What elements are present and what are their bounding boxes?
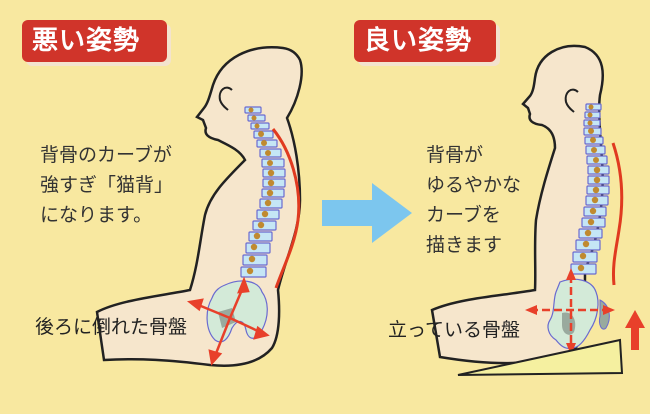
good-posture-figure — [430, 44, 645, 376]
description-line: カーブを — [426, 204, 501, 226]
description-line: 描きます — [426, 234, 503, 256]
description-line: 背骨のカーブが — [40, 144, 172, 166]
bad-posture-description: 背骨のカーブが 強すぎ「猫背」 になります。 — [40, 140, 173, 230]
description-line: 背骨が — [426, 144, 484, 166]
good-posture-description: 背骨が ゆるやかな カーブを 描きます — [426, 140, 521, 260]
bad-posture-title-badge: 悪い姿勢 — [22, 20, 167, 62]
description-line: 強すぎ「猫背」 — [40, 174, 174, 196]
good-pelvis-label: 立っている骨盤 — [388, 319, 521, 341]
up-arrow-icon — [625, 310, 645, 350]
bad-posture-figure — [95, 46, 303, 367]
transition-arrow-icon — [322, 183, 412, 243]
bad-pelvis-label: 後ろに倒れた骨盤 — [35, 316, 188, 338]
good-posture-title-badge: 良い姿勢 — [354, 20, 496, 62]
description-line: になります。 — [40, 204, 153, 226]
description-line: ゆるやかな — [426, 174, 522, 196]
